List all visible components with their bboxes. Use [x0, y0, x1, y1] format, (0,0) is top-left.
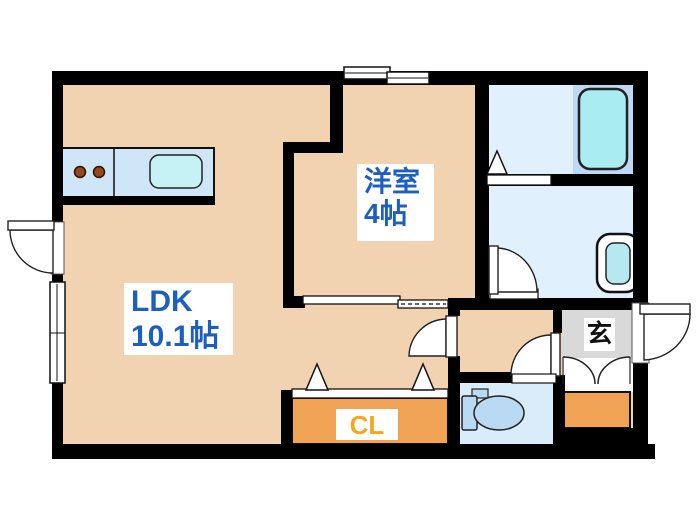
- ldk-room-size: 10.1帖: [131, 319, 220, 353]
- western-room-label: 洋室 4帖: [357, 164, 434, 241]
- stove-burner-icon: [73, 165, 87, 179]
- hall-door-swing-icon: [408, 318, 447, 357]
- wall-washroom-hall: [448, 298, 633, 310]
- washroom-door-leaf: [488, 245, 499, 295]
- toilet-bowl: [473, 395, 525, 431]
- wall-toilet-entrance: [553, 375, 565, 444]
- folding-door-triangle-icon: [485, 149, 509, 175]
- stove-burner-icon: [92, 165, 106, 179]
- cabinet-door-arc-icon: [562, 356, 596, 385]
- left-door-swing-icon: [9, 229, 54, 274]
- left-door-leaf: [7, 220, 55, 231]
- wall-bottom: [52, 444, 655, 459]
- entrance-hall-door-swing-icon: [510, 334, 552, 376]
- western-room-size: 4帖: [364, 198, 408, 230]
- cabinet-door-arc-icon: [597, 356, 631, 385]
- wall-jog: [283, 142, 343, 153]
- entrance-hall-door-leaf: [550, 332, 561, 377]
- wall-toilet-top: [455, 372, 512, 383]
- bathroom-floor: [489, 85, 573, 174]
- bathtub: [577, 87, 629, 171]
- wall-bottom-right: [553, 428, 648, 445]
- entrance-door-swing-icon: [643, 313, 691, 361]
- windows: [49, 66, 430, 384]
- wall-closet-left: [281, 390, 292, 444]
- western-room-name: 洋室: [364, 166, 421, 197]
- washroom-door-swing-icon: [495, 247, 538, 293]
- fixtures: [61, 87, 641, 431]
- ldk-room-name: LDK: [131, 285, 193, 318]
- sliding-door-panel: [302, 295, 401, 305]
- kitchen-sink: [149, 154, 203, 189]
- wall-western-bath: [475, 85, 489, 308]
- folding-door-triangle-icon: [410, 362, 436, 391]
- wall-ldk-western-lower: [283, 153, 294, 308]
- wall-hall-entrance: [553, 298, 562, 333]
- wall-counter-base: [52, 196, 215, 205]
- toilet-flush: [471, 388, 489, 399]
- toilet-door-threshold: [511, 373, 557, 384]
- doors: [7, 149, 691, 399]
- hall-door-leaf: [445, 315, 458, 358]
- entrance-label: 玄: [584, 318, 615, 351]
- entrance-cabinet-door-area: [562, 358, 633, 392]
- wall-stub: [283, 296, 305, 308]
- folding-door-triangle-icon: [304, 362, 330, 391]
- entrance-door-leaf: [639, 303, 691, 315]
- wall-ldk-hall-lower: [448, 356, 460, 444]
- wall-ldk-hall-upper: [448, 310, 460, 316]
- bath-folding-door-track: [486, 174, 552, 186]
- closet-door-track: [291, 388, 449, 399]
- closet-label: CL: [336, 409, 398, 440]
- wall-right: [633, 71, 648, 459]
- ldk-room-label: LDK 10.1帖: [124, 283, 233, 355]
- washbasin-bowl: [605, 242, 631, 285]
- shoe-cabinet: [561, 391, 631, 429]
- wall-ldk-western-upper: [330, 85, 343, 145]
